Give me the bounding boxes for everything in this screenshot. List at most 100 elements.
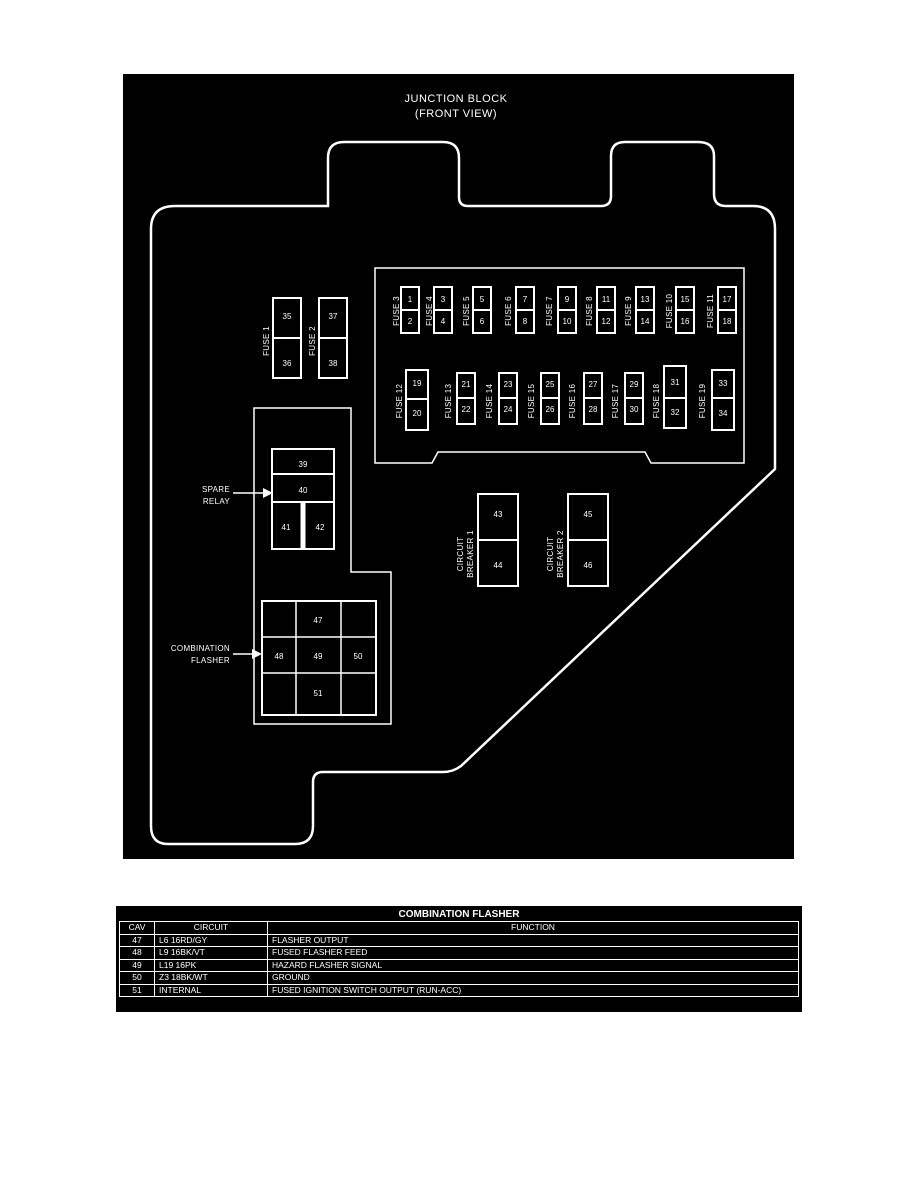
cavity-number: 32 [671, 408, 680, 417]
cavity-number: 8 [523, 317, 528, 326]
cavity-number: 22 [462, 405, 471, 414]
fuse-16[interactable]: FUSE 16 27 28 [568, 372, 603, 425]
cavity-number: 51 [314, 689, 323, 698]
cell-cav: 50 [119, 971, 155, 985]
cell-function: FUSED FLASHER FEED [267, 946, 799, 960]
fuse-panel-outline [374, 267, 745, 464]
table-row: 48 L9 16BK/VT FUSED FLASHER FEED [119, 946, 799, 960]
cavity-number: 40 [299, 486, 308, 495]
column-header-circuit: CIRCUIT [154, 921, 268, 935]
cavity-number: 34 [719, 409, 728, 418]
cavity-number: 21 [462, 380, 471, 389]
circuit-breaker-2[interactable]: CIRCUIT BREAKER 2 45 46 [546, 493, 609, 587]
breaker-label-line1: CIRCUIT [456, 537, 465, 572]
breaker-label-line1: CIRCUIT [546, 537, 555, 572]
fuse-label: FUSE 16 [568, 383, 577, 418]
fuse-row-1: FUSE 3 1 2 FUSE 4 3 4 FUSE 5 5 6 FUSE 6 … [392, 286, 737, 334]
fuse-14[interactable]: FUSE 14 23 24 [485, 372, 518, 425]
cell-circuit: L9 16BK/VT [154, 946, 268, 960]
cavity-number: 4 [441, 317, 446, 326]
cell-circuit: L6 16RD/GY [154, 933, 268, 947]
fuse-19[interactable]: FUSE 19 33 34 [698, 369, 735, 431]
cavity-number: 12 [602, 317, 611, 326]
cavity-number: 16 [681, 317, 690, 326]
junction-block-diagram: JUNCTION BLOCK (FRONT VIEW) FUSE 3 1 2 F… [123, 74, 794, 859]
fuse-label: FUSE 12 [395, 383, 404, 418]
cavity-number: 46 [584, 561, 593, 570]
fuse-13[interactable]: FUSE 13 21 22 [444, 372, 476, 425]
arrow-icon [233, 488, 273, 498]
cavity-number: 37 [329, 312, 338, 321]
cavity-number: 44 [494, 561, 503, 570]
cavity-number: 33 [719, 379, 728, 388]
cell-circuit: INTERNAL [154, 983, 268, 997]
combination-flasher-label-line1: COMBINATION [171, 644, 230, 653]
cavity-number: 14 [641, 317, 650, 326]
table-row: 50 Z3 18BK/WT GROUND [119, 971, 799, 985]
cavity-number: 13 [641, 295, 650, 304]
cavity-number: 26 [546, 405, 555, 414]
cavity-number: 29 [630, 380, 639, 389]
cavity-number: 47 [314, 616, 323, 625]
fuse-12[interactable]: FUSE 12 19 20 [395, 369, 429, 431]
flasher-body [261, 600, 377, 716]
combination-flasher-label-line2: FLASHER [191, 656, 230, 665]
fuse-label: FUSE 18 [652, 383, 661, 418]
cavity-number: 45 [584, 510, 593, 519]
fuse-7[interactable]: FUSE 7 9 10 [545, 286, 577, 334]
breaker-label-line2: BREAKER 1 [466, 530, 475, 578]
circuit-breaker-1[interactable]: CIRCUIT BREAKER 1 43 44 [456, 493, 519, 587]
fuse-10[interactable]: FUSE 10 15 16 [665, 286, 695, 334]
fuse-row-2: FUSE 12 19 20 FUSE 13 21 22 FUSE 14 23 2… [395, 365, 735, 431]
fuse-label: FUSE 8 [585, 296, 594, 326]
cell-cav: 47 [119, 933, 155, 947]
cavity-number: 41 [282, 523, 291, 532]
cavity-number: 17 [723, 295, 732, 304]
cavity-number: 15 [681, 295, 690, 304]
cell-function: FLASHER OUTPUT [267, 933, 799, 947]
fuse-11[interactable]: FUSE 11 17 18 [706, 286, 737, 334]
fuse-6[interactable]: FUSE 6 7 8 [504, 286, 535, 334]
table-row: 51 INTERNAL FUSED IGNITION SWITCH OUTPUT… [119, 983, 799, 997]
cavity-number: 5 [480, 295, 485, 304]
cavity-number: 50 [354, 652, 363, 661]
table-row: 49 L19 16PK HAZARD FLASHER SIGNAL [119, 958, 799, 972]
cell-circuit: Z3 18BK/WT [154, 971, 268, 985]
spare-relay[interactable]: 39 40 41 42 [271, 448, 335, 550]
fuse-18[interactable]: FUSE 18 31 32 [652, 365, 687, 429]
cavity-number: 35 [283, 312, 292, 321]
fuse-2[interactable]: FUSE 2 37 38 [308, 297, 348, 379]
column-header-cav: CAV [119, 921, 155, 935]
diagram-title-line2: (FRONT VIEW) [415, 108, 497, 120]
fuse-label: FUSE 17 [611, 383, 620, 418]
cavity-number: 38 [329, 359, 338, 368]
cavity-number: 39 [299, 460, 308, 469]
combination-flasher[interactable]: 47 48 49 50 51 [261, 600, 377, 716]
breaker-label-line2: BREAKER 2 [556, 530, 565, 578]
fuse-label: FUSE 15 [527, 383, 536, 418]
cell-cav: 51 [119, 983, 155, 997]
fuse-9[interactable]: FUSE 9 13 14 [624, 286, 655, 334]
column-header-function: FUNCTION [267, 921, 799, 935]
fuse-5[interactable]: FUSE 5 5 6 [462, 286, 492, 334]
fuse-label: FUSE 14 [485, 383, 494, 418]
fuse-17[interactable]: FUSE 17 29 30 [611, 372, 644, 425]
fuse-1[interactable]: FUSE 1 35 36 [262, 297, 302, 379]
cavity-number: 48 [275, 652, 284, 661]
cavity-number: 42 [316, 523, 325, 532]
combination-flasher-table: COMBINATION FLASHER CAV CIRCUIT FUNCTION… [119, 908, 799, 997]
cell-function: HAZARD FLASHER SIGNAL [267, 958, 799, 972]
cavity-number: 9 [565, 295, 570, 304]
fuse-15[interactable]: FUSE 15 25 26 [527, 372, 560, 425]
cavity-number: 30 [630, 405, 639, 414]
fuse-label: FUSE 6 [504, 296, 513, 326]
cavity-number: 36 [283, 359, 292, 368]
cavity-number: 10 [563, 317, 572, 326]
combination-flasher-table-panel: COMBINATION FLASHER CAV CIRCUIT FUNCTION… [116, 906, 802, 1012]
arrow-icon [233, 649, 262, 659]
fuse-3[interactable]: FUSE 3 1 2 [392, 286, 420, 334]
fuse-8[interactable]: FUSE 8 11 12 [585, 286, 616, 334]
cavity-number: 28 [589, 405, 598, 414]
spare-relay-label-line2: RELAY [203, 497, 231, 506]
fuse-4[interactable]: FUSE 4 3 4 [425, 286, 453, 334]
